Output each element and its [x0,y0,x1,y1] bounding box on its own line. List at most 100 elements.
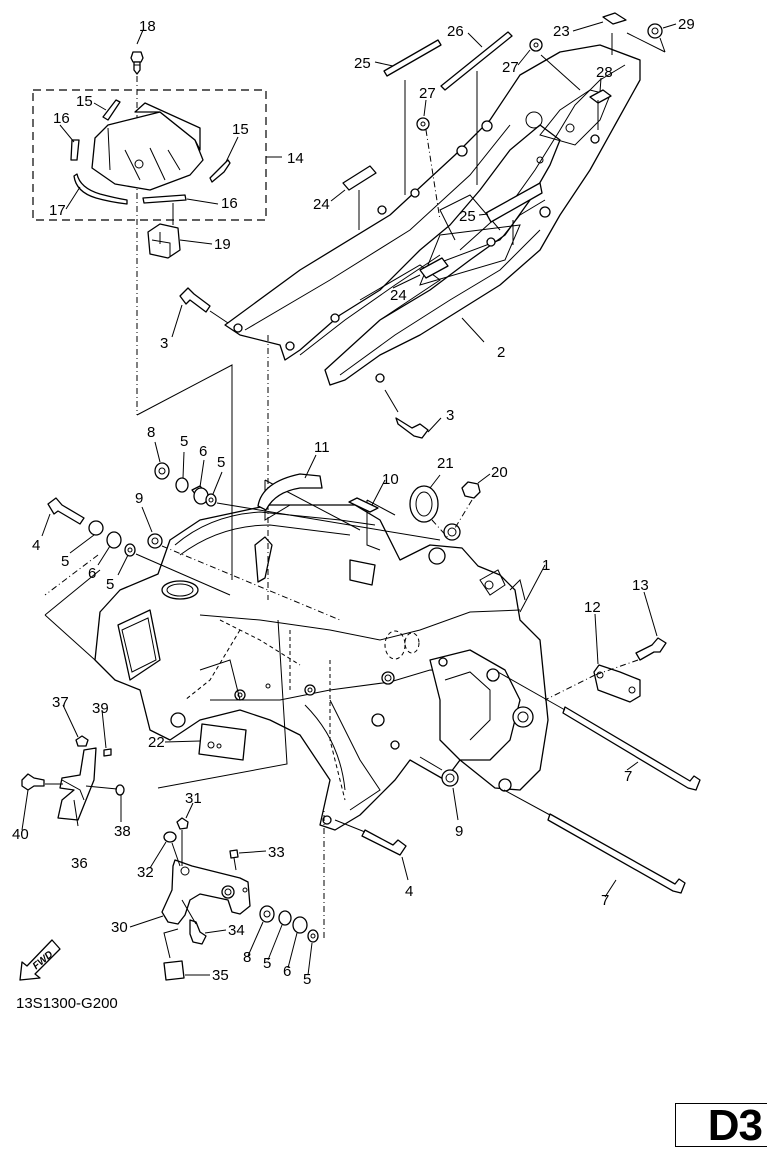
part-36-bracket[interactable] [57,747,97,821]
part-31-nut[interactable] [176,817,189,830]
callout-11: 11 [314,439,330,456]
part-9-cap-upper[interactable] [147,533,163,549]
callout-labels: 18 15 16 15 14 17 16 19 25 26 27 27 23 2… [12,16,695,988]
page-tag-box: D3 [675,1101,767,1150]
part-14-air-duct[interactable] [91,102,204,191]
callout-19: 19 [214,236,231,253]
part-28-label[interactable] [589,89,612,104]
part-26-label[interactable] [440,31,513,91]
callout-5: 5 [180,433,188,450]
drawing-code: 13S1300-G200 [16,995,118,1012]
callout-5: 5 [217,454,225,471]
callout-9: 9 [135,490,143,507]
callout-5: 5 [106,576,114,593]
part-40-bolt[interactable] [21,773,45,791]
part-13-bolt[interactable] [635,637,667,661]
part-8-collar-upper[interactable] [154,462,170,480]
part-7-long-bolt-lower[interactable] [547,813,686,894]
part-29-grommet[interactable] [647,23,663,39]
part-39-clip[interactable] [103,748,112,757]
part-30-bracket[interactable] [161,859,251,925]
part-27-grommet-a[interactable] [529,38,543,52]
callout-32: 32 [137,864,154,881]
part-3-bolt-upper[interactable] [179,287,211,313]
fwd-direction-arrow [19,939,61,981]
callout-25: 25 [459,208,476,225]
part-15-rubber-right[interactable] [209,159,231,183]
callout-38: 38 [114,823,131,840]
part-20-nut[interactable] [461,481,481,499]
part-6-spacer-a[interactable] [191,485,209,505]
part-3-bolt-lower[interactable] [395,417,429,439]
callout-35: 35 [212,967,229,984]
callout-23: 23 [553,23,570,40]
part-35-cap[interactable] [163,960,185,981]
part-19-bracket[interactable] [147,223,181,259]
callout-4: 4 [405,883,413,900]
callout-33: 33 [268,844,285,861]
part-24-label-lower[interactable] [419,257,449,279]
callout-15: 15 [76,93,93,110]
part-37-nut[interactable] [75,735,89,747]
callout-18: 18 [139,18,156,35]
part-22-label-plate[interactable] [198,723,247,761]
part-27-grommet-b[interactable] [416,117,430,131]
callout-12: 12 [584,599,601,616]
callout-13: 13 [632,577,649,594]
callout-28: 28 [596,64,613,81]
part-23-label[interactable] [602,12,627,25]
callout-25: 25 [354,55,371,72]
part-8-collar-lower[interactable] [259,905,275,923]
part-32-grommet[interactable] [163,831,177,843]
part-16-strip-right[interactable] [142,194,187,204]
part-34-bolt[interactable] [189,919,207,945]
part-6-spacer-b[interactable] [106,531,122,549]
callout-10: 10 [382,471,399,488]
callout-30: 30 [111,919,128,936]
part-1-main-frame[interactable] [94,504,549,831]
callout-14: 14 [287,150,304,167]
callout-6: 6 [283,963,291,980]
part-10-plate[interactable] [348,497,379,513]
part-25-label-left[interactable] [383,39,442,77]
part-5-collar-f[interactable] [307,929,319,943]
part-17-seal-strip[interactable] [73,173,128,205]
part-38-grommet[interactable] [115,784,125,796]
callout-24: 24 [390,287,407,304]
callout-6: 6 [199,443,207,460]
part-24-label-upper[interactable] [342,165,377,191]
part-5-collar-d[interactable] [124,543,136,557]
callout-3: 3 [446,407,454,424]
part-4-bolt-upper[interactable] [47,497,85,525]
callout-6: 6 [88,565,96,582]
subassembly-14-group [32,29,282,415]
part-33-clip[interactable] [229,849,239,859]
callout-37: 37 [52,694,69,711]
part-7-long-bolt-upper[interactable] [562,706,701,791]
part-12-bracket[interactable] [593,664,641,703]
callout-17: 17 [49,202,66,219]
part-5-collar-e[interactable] [278,910,292,926]
part-5-collar-c[interactable] [88,520,104,536]
callout-7: 7 [601,892,609,909]
part-4-bolt-lower[interactable] [361,829,407,856]
part-18-clip-screw[interactable] [130,51,144,75]
callout-27: 27 [419,85,436,102]
callout-7: 7 [624,768,632,785]
part-21-grommet-oval[interactable] [409,485,439,523]
part-5-collar-b[interactable] [205,493,217,507]
callout-2: 2 [497,344,505,361]
part-9-cap-lower[interactable] [441,769,459,787]
callout-1: 1 [542,557,550,574]
callout-22: 22 [148,734,165,751]
callout-8: 8 [147,424,155,441]
part-6-spacer-c[interactable] [292,916,308,934]
part-11-guard[interactable] [257,473,323,511]
part-25-label-lower[interactable] [485,182,543,223]
callout-21: 21 [437,455,454,472]
callout-5: 5 [61,553,69,570]
part-5-collar-a[interactable] [175,477,189,493]
part-16-strip-left[interactable] [70,139,80,161]
part-15-rubber-left[interactable] [102,99,121,121]
